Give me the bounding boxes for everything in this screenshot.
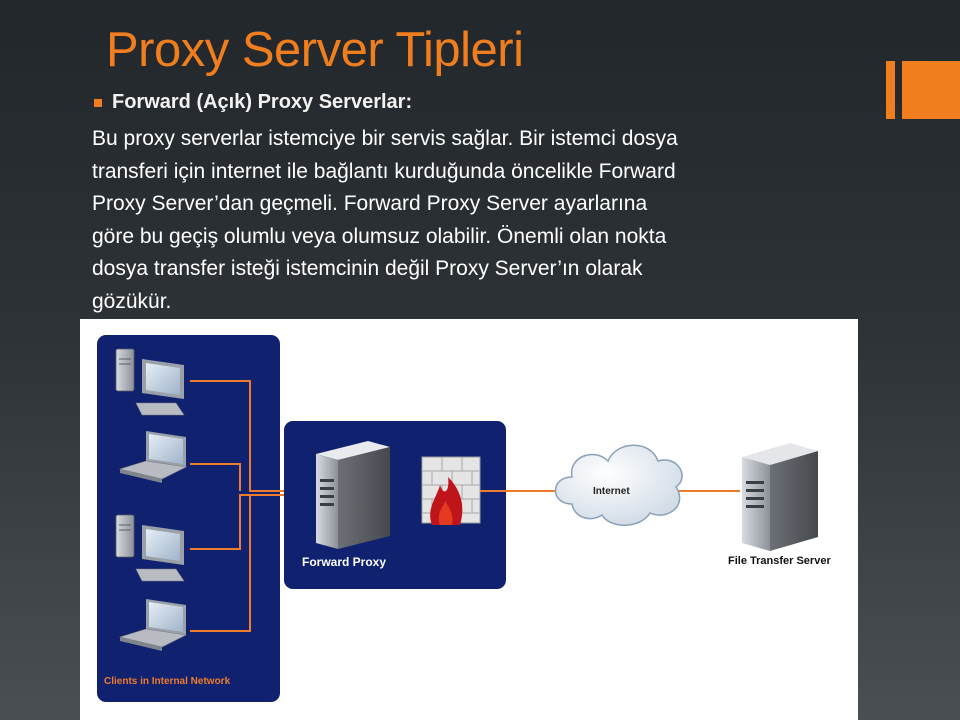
server-label: File Transfer Server [728,555,831,567]
accent-bar-thick [902,61,960,119]
body-line: Proxy Server’dan geçmeli. Forward Proxy … [92,192,648,215]
laptop-icon [118,431,187,483]
cloud-icon [554,444,683,526]
bullet-heading: Forward (Açık) Proxy Serverlar: [112,91,413,113]
laptop-icon [118,599,187,651]
body-line: dosya transfer isteği istemcinin değil P… [92,257,643,280]
body-line: gözükür. [92,289,172,313]
slide-title: Proxy Server Tipleri [106,23,524,77]
proxy-label: Forward Proxy [302,555,386,569]
connector-lines [190,380,740,632]
desktop-computer-icon [115,348,185,416]
clients-panel [97,335,280,702]
internet-label: Internet [593,486,630,497]
body-line: Bu proxy serverlar istemciye bir servis … [92,127,678,150]
bullet-square-icon [94,99,102,107]
body-paragraph: Bu proxy serverlar istemciye bir servis … [92,123,862,318]
body-line: göre bu geçiş olumlu veya olumsuz olabil… [92,224,667,248]
body-line: transferi için internet ile bağlantı kur… [92,159,676,183]
desktop-computer-icon [115,514,185,582]
clients-label: Clients in Internal Network [104,676,231,687]
server-tower-icon [742,443,818,551]
accent-bar-thin [886,61,895,119]
network-diagram: Clients in Internal Network [80,319,858,720]
firewall-icon [421,456,481,525]
server-tower-icon [316,441,390,549]
bullet-row: Forward (Açık) Proxy Serverlar: [94,91,412,114]
